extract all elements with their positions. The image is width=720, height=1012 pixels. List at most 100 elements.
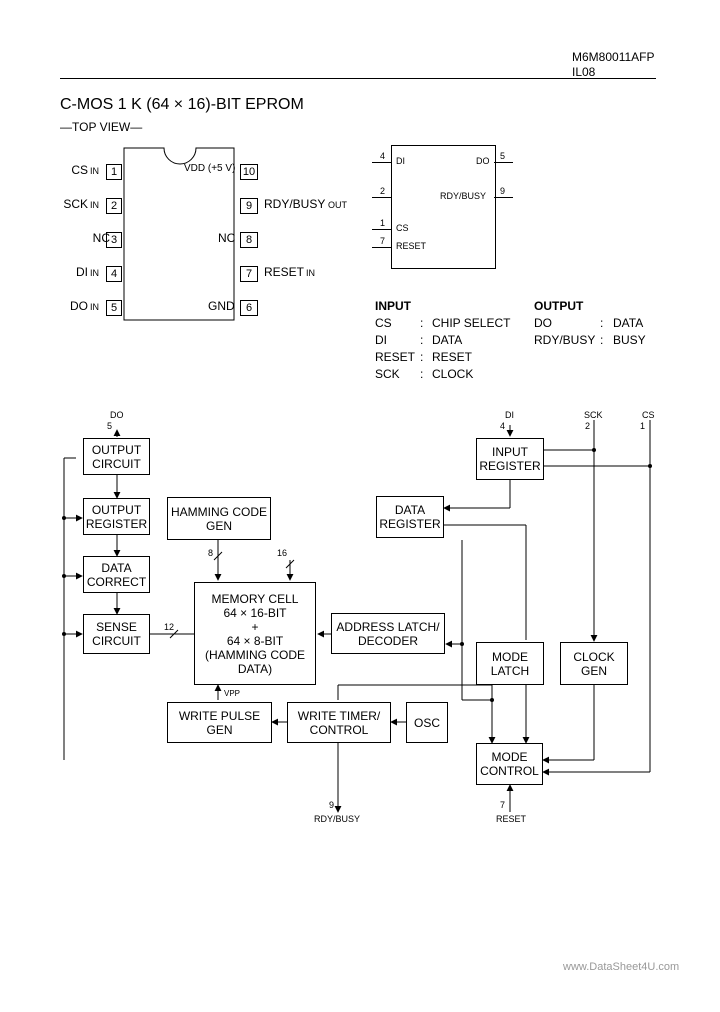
dip-pin-suffix: IN <box>90 302 99 312</box>
block-label-line: 64 × 8-BIT <box>226 633 284 648</box>
dip-pin-number: 3 <box>106 232 122 248</box>
block-label-line: DATA) <box>237 661 273 676</box>
legend-separator: : <box>420 316 424 330</box>
block-label-line: OUTPUT <box>91 502 142 517</box>
block-label-line: GEN <box>205 518 232 533</box>
watermark: www.DataSheet4U.com <box>563 961 680 973</box>
dip-pin-suffix: IN <box>90 268 99 278</box>
signal-reset-name: RESET <box>496 814 527 824</box>
signal-sck-name: SCK <box>584 410 603 420</box>
block-label-line: MODE <box>491 750 528 764</box>
block-label-line: GEN <box>206 722 233 737</box>
symbol-pin-name: RESET <box>396 241 427 251</box>
legend-output-heading: OUTPUT <box>534 299 584 313</box>
dip-pin-label: NC <box>218 231 236 245</box>
signal-do-num: 5 <box>107 421 113 431</box>
block-label-line: CLOCK <box>573 649 615 664</box>
block-label-line: INPUT <box>492 445 528 459</box>
symbol-pin-number: 7 <box>380 236 386 246</box>
symbol-pin-number: 4 <box>380 151 386 161</box>
block-label-line: REGISTER <box>379 517 441 531</box>
block-label-line: CONTROL <box>480 764 539 778</box>
block-label-line: OUTPUT <box>91 442 142 457</box>
legend-separator: : <box>420 367 424 381</box>
dip-pin-number: 7 <box>240 266 258 282</box>
block-label-line: ADDRESS LATCH/ <box>336 619 440 634</box>
write-timer-control-block: WRITE TIMER/CONTROL <box>287 702 391 743</box>
block-label-line: SENSE <box>96 620 137 634</box>
part-number: M6M80011AFP <box>572 50 655 64</box>
logic-symbol-box <box>391 145 496 269</box>
bus-width-8: 8 <box>208 548 214 558</box>
bus-width-12: 12 <box>164 622 175 632</box>
legend-output-desc: DATA <box>613 316 644 330</box>
dip-pin-suffix: IN <box>90 166 99 176</box>
block-label-line: DATA <box>101 560 132 575</box>
vpp-label: VPP <box>224 689 241 698</box>
block-label-line: REGISTER <box>479 459 541 473</box>
symbol-pin-name: RDY/BUSY <box>440 191 487 201</box>
signal-di-name: DI <box>505 410 514 420</box>
dip-pin-number: 6 <box>240 300 258 316</box>
header-rule <box>60 78 656 79</box>
legend-input-signal: CS <box>375 316 392 330</box>
signal-do-name: DO <box>110 410 124 420</box>
symbol-pin-number: 5 <box>500 151 506 161</box>
bus-width-16: 16 <box>277 548 288 558</box>
address-latch-decoder-block: ADDRESS LATCH/DECODER <box>331 613 445 654</box>
dip-pin-suffix: IN <box>90 200 99 210</box>
dip-pin-label: NC <box>92 231 110 245</box>
dip-pin-label: GND <box>208 299 235 313</box>
dip-pin-number: 8 <box>240 232 258 248</box>
dip-pin-label: RDY/BUSY <box>264 197 326 211</box>
block-label-line: WRITE TIMER/ <box>297 708 381 723</box>
dip-pin-number: 10 <box>240 164 258 180</box>
dip-pin-suffix: OUT <box>328 200 347 210</box>
symbol-pin-line <box>372 247 391 248</box>
block-label-line: GEN <box>580 663 607 678</box>
block-label-line: DECODER <box>357 633 418 648</box>
legend-input-signal: SCK <box>375 367 400 381</box>
signal-reset-num: 7 <box>500 800 506 810</box>
signal-rdy-name: RDY/BUSY <box>314 814 361 824</box>
legend-output-desc: BUSY <box>613 333 646 347</box>
osc-block: OSC <box>406 702 448 743</box>
page-title: C-MOS 1 K (64 × 16)-BIT EPROM <box>60 96 304 113</box>
signal-sck-num: 2 <box>585 421 591 431</box>
block-label-line: 64 × 16-BIT <box>223 605 287 620</box>
legend-output-signal: DO <box>534 316 552 330</box>
subtitle: —TOP VIEW— <box>60 120 143 134</box>
symbol-pin-name: CS <box>396 223 409 233</box>
block-label-line: (HAMMING CODE <box>205 647 305 662</box>
symbol-pin-number: 2 <box>380 186 386 196</box>
signal-rdy-num: 9 <box>329 800 335 810</box>
dip-pin-number: 1 <box>106 164 122 180</box>
block-label-line: REGISTER <box>85 516 148 531</box>
signal-di-num: 4 <box>500 421 506 431</box>
legend-output-signal: RDY/BUSY <box>534 333 596 347</box>
legend-input-desc: CHIP SELECT <box>432 316 511 330</box>
block-label-line: OSC <box>413 715 440 730</box>
signal-cs-name: CS <box>642 410 655 420</box>
symbol-pin-line <box>372 229 391 230</box>
symbol-pin-number: 1 <box>380 218 386 228</box>
dip-pin-number: 4 <box>106 266 122 282</box>
legend-separator: : <box>600 316 604 330</box>
signal-cs-num: 1 <box>640 421 646 431</box>
block-label-line: CIRCUIT <box>92 456 141 471</box>
legend-separator: : <box>420 350 424 364</box>
symbol-pin-line <box>372 162 391 163</box>
block-label-line: CONTROL <box>309 722 369 737</box>
legend-input-signal: RESET <box>375 350 416 364</box>
